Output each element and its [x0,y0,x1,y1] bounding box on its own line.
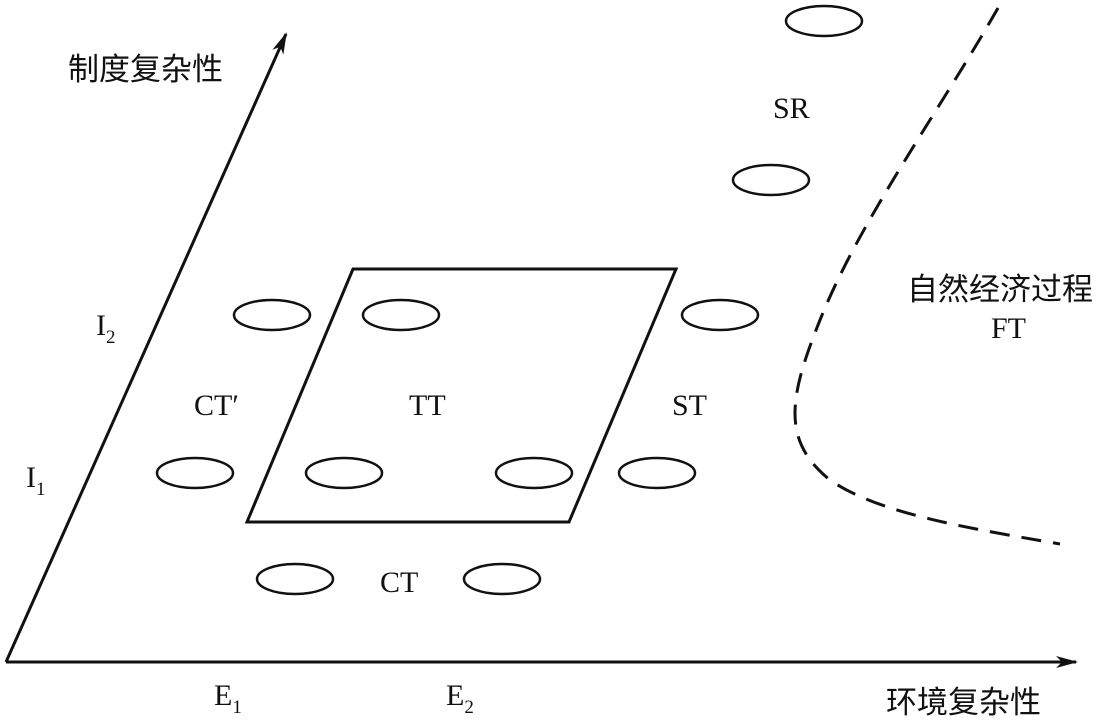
st-ellipse-top [680,298,760,332]
label-st: ST [672,389,707,422]
sr-ellipse-top [784,4,864,38]
x-axis-title: 环境复杂性 [886,685,1041,720]
y-tick-i1: I1 [26,461,46,500]
tt-ellipse-bottom-left [304,456,384,490]
natural-process-boundary [793,7,1061,546]
ct-ellipse-right [462,562,542,596]
ct-prime-ellipse-top [232,298,312,332]
label-ct: CT [380,566,418,599]
natural-process-abbr: FT [991,312,1026,345]
y-tick-i2: I2 [96,309,116,348]
x-tick-e2: E2 [446,679,474,718]
x-tick-e1: E1 [214,679,242,718]
y-axis-title: 制度复杂性 [68,52,223,88]
tt-region-parallelogram [244,267,679,524]
label-ct-prime: CT′ [194,389,239,422]
tt-ellipse-top [361,298,441,332]
tt-ellipse-bottom-right [494,456,574,490]
sr-ellipse-bottom [731,163,811,197]
label-sr: SR [773,92,810,125]
label-tt: TT [409,389,446,422]
natural-process-title: 自然经济过程 [907,272,1093,308]
ct-prime-ellipse-bottom [155,456,235,490]
y-axis [4,32,288,663]
st-ellipse-bottom [617,456,697,490]
ct-ellipse-left [255,562,335,596]
